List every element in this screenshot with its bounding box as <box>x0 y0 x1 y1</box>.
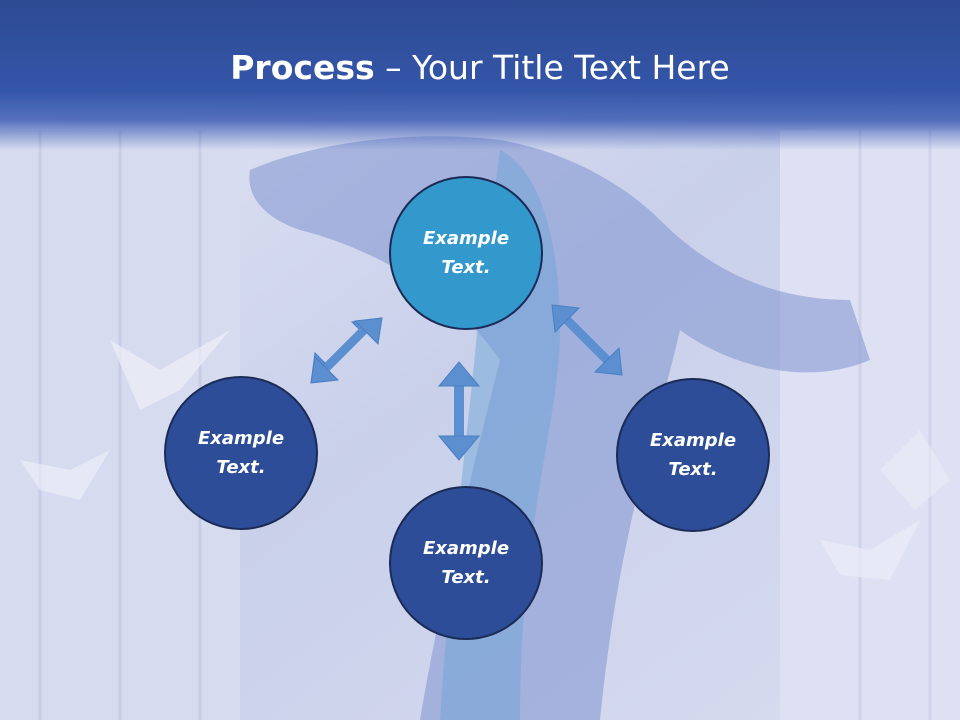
process-node-right: Example Text. <box>616 378 770 532</box>
process-node-left: Example Text. <box>164 376 318 530</box>
arrow-top-right <box>551 304 623 376</box>
title-regular-part: – Your Title Text Here <box>374 48 730 87</box>
process-node-bottom: Example Text. <box>389 486 543 640</box>
title-bar: Process – Your Title Text Here <box>0 0 960 150</box>
node-label: Example Text. <box>197 428 285 478</box>
arrow-top-left <box>310 317 383 384</box>
title-bold-part: Process <box>230 48 375 87</box>
node-label: Example Text. <box>649 430 737 480</box>
slide-title: Process – Your Title Text Here <box>0 48 960 87</box>
node-label: Example Text. <box>422 538 510 588</box>
node-label: Example Text. <box>422 228 510 278</box>
process-node-top: Example Text. <box>389 176 543 330</box>
arrow-top-bottom <box>437 361 481 461</box>
